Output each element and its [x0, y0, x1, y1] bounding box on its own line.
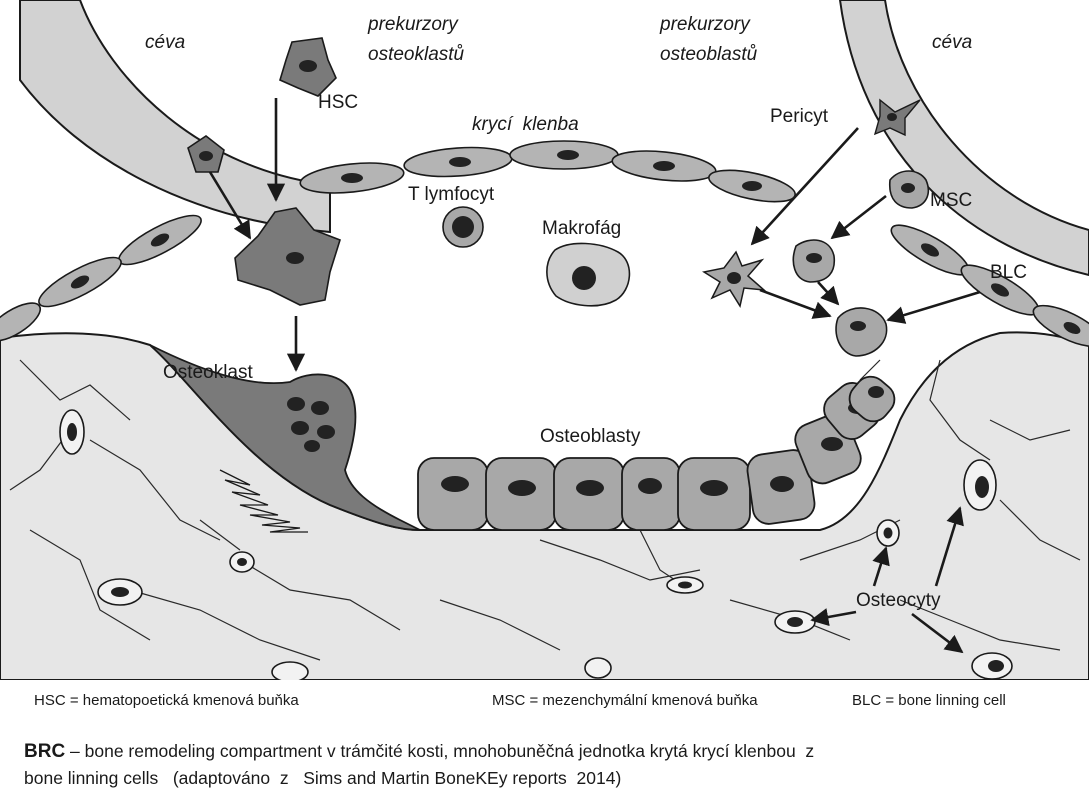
osteoblast	[417, 457, 489, 531]
msc-cell	[792, 239, 836, 283]
lining-cell	[299, 162, 405, 194]
arrows	[208, 98, 981, 654]
osteoclast-precursor	[234, 207, 341, 306]
caption-line-2: bone linning cells (adaptováno z Sims an…	[24, 768, 622, 788]
label-osteocytes: Osteocyty	[856, 590, 941, 611]
osteoblast	[746, 449, 816, 525]
hsc-cell	[279, 37, 337, 97]
osteoblast	[677, 457, 751, 531]
osteocyte	[229, 551, 255, 573]
pericyte-cell	[702, 250, 767, 308]
osteoblast-cells	[417, 375, 896, 531]
osteocyte	[59, 409, 85, 455]
canopy-cells	[0, 140, 1089, 348]
caption-text-1: – bone remodeling compartment v trámčité…	[65, 741, 815, 761]
caption: BRC – bone remodeling compartment v trám…	[24, 738, 1074, 791]
osteocyte	[963, 459, 997, 511]
osteocyte	[271, 661, 309, 680]
osteoclast-cell	[149, 344, 421, 533]
legend-blc: BLC = bone linning cell	[852, 692, 1006, 709]
label-osteoblast-precursors: prekurzory	[659, 14, 751, 35]
caption-line-1: BRC – bone remodeling compartment v trám…	[24, 738, 1074, 765]
osteocyte	[584, 657, 612, 679]
msc-cell	[888, 170, 930, 209]
osteoblast	[848, 375, 896, 423]
t-lymphocyte-cell	[442, 206, 484, 248]
osteocyte	[774, 610, 816, 634]
macrophage-cell	[546, 242, 631, 307]
label-pericyte: Pericyt	[770, 106, 829, 127]
lining-cell	[1032, 304, 1089, 348]
lining-cell	[0, 302, 42, 342]
label-macrophage: Makrofág	[542, 218, 621, 239]
label-blc: BLC	[990, 262, 1027, 283]
caption-bold-term: BRC	[24, 741, 66, 762]
label-msc: MSC	[930, 190, 972, 211]
label-osteoclast: Osteoklast	[163, 362, 253, 383]
label-vessel-right: céva	[932, 32, 972, 53]
lining-cell	[708, 169, 796, 203]
label-osteoblast-precursors-2: osteoblastů	[660, 44, 758, 65]
vessel-left	[19, 0, 331, 234]
legend-hsc: HSC = hematopoetická kmenová buňka	[34, 692, 299, 709]
label-osteoclast-precursors: prekurzory	[367, 14, 459, 35]
hsc-cell-in-vessel	[187, 135, 225, 173]
osteocyte-cells	[59, 409, 1013, 680]
osteocyte	[666, 576, 704, 594]
osteoblast	[553, 457, 625, 531]
legend: HSC = hematopoetická kmenová buňka MSC =…	[0, 680, 1089, 720]
pericyte-in-vessel	[873, 98, 921, 137]
lining-cell	[38, 256, 122, 308]
label-vessel-left: céva	[145, 32, 185, 53]
label-t-lymphocyte: T lymfocyt	[408, 184, 495, 205]
osteocyte	[971, 652, 1013, 680]
legend-msc: MSC = mezenchymální kmenová buňka	[492, 692, 758, 709]
label-canopy: krycí klenba	[472, 114, 579, 135]
lining-cell	[509, 140, 619, 170]
osteocyte	[876, 519, 900, 547]
label-hsc: HSC	[318, 92, 358, 113]
label-osteoblasts: Osteoblasty	[540, 426, 641, 447]
osteoblast	[485, 457, 557, 531]
osteoblast-precursor-cell	[835, 307, 888, 357]
osteoblast	[621, 457, 681, 531]
label-osteoclast-precursors-2: osteoklastů	[368, 44, 465, 65]
osteocyte	[97, 578, 143, 606]
brc-diagram: céva prekurzory osteoklastů prekurzory o…	[0, 0, 1089, 680]
